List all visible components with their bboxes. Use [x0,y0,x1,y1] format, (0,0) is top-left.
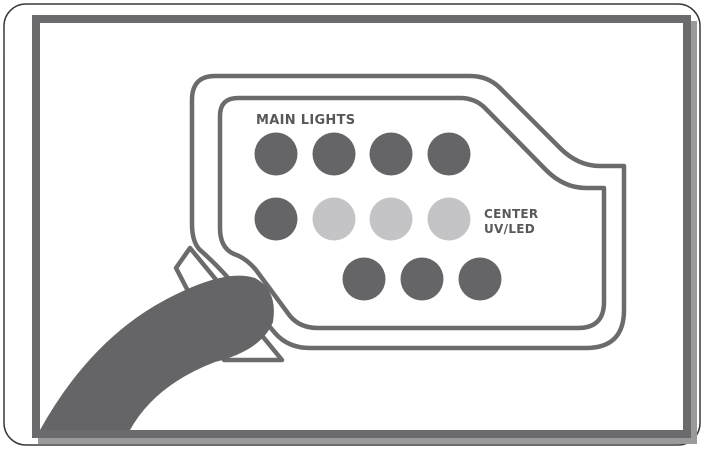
hand-pointer [40,275,274,430]
lower-light-button[interactable] [400,257,444,301]
center-label: CENTER [484,207,538,221]
main-light-button[interactable] [369,132,413,176]
main-lights-label: MAIN LIGHTS [256,113,355,128]
uv-led-label: UV/LED [484,222,535,236]
main-light-button[interactable] [254,197,298,241]
uv-led-light-button[interactable] [312,197,356,241]
main-light-button[interactable] [312,132,356,176]
main-light-button[interactable] [427,132,471,176]
lower-light-button[interactable] [342,257,386,301]
uv-led-light-button[interactable] [369,197,413,241]
main-light-button[interactable] [254,132,298,176]
lower-light-button[interactable] [458,257,502,301]
uv-led-light-button[interactable] [427,197,471,241]
control-panel-inner-outline [217,95,607,331]
